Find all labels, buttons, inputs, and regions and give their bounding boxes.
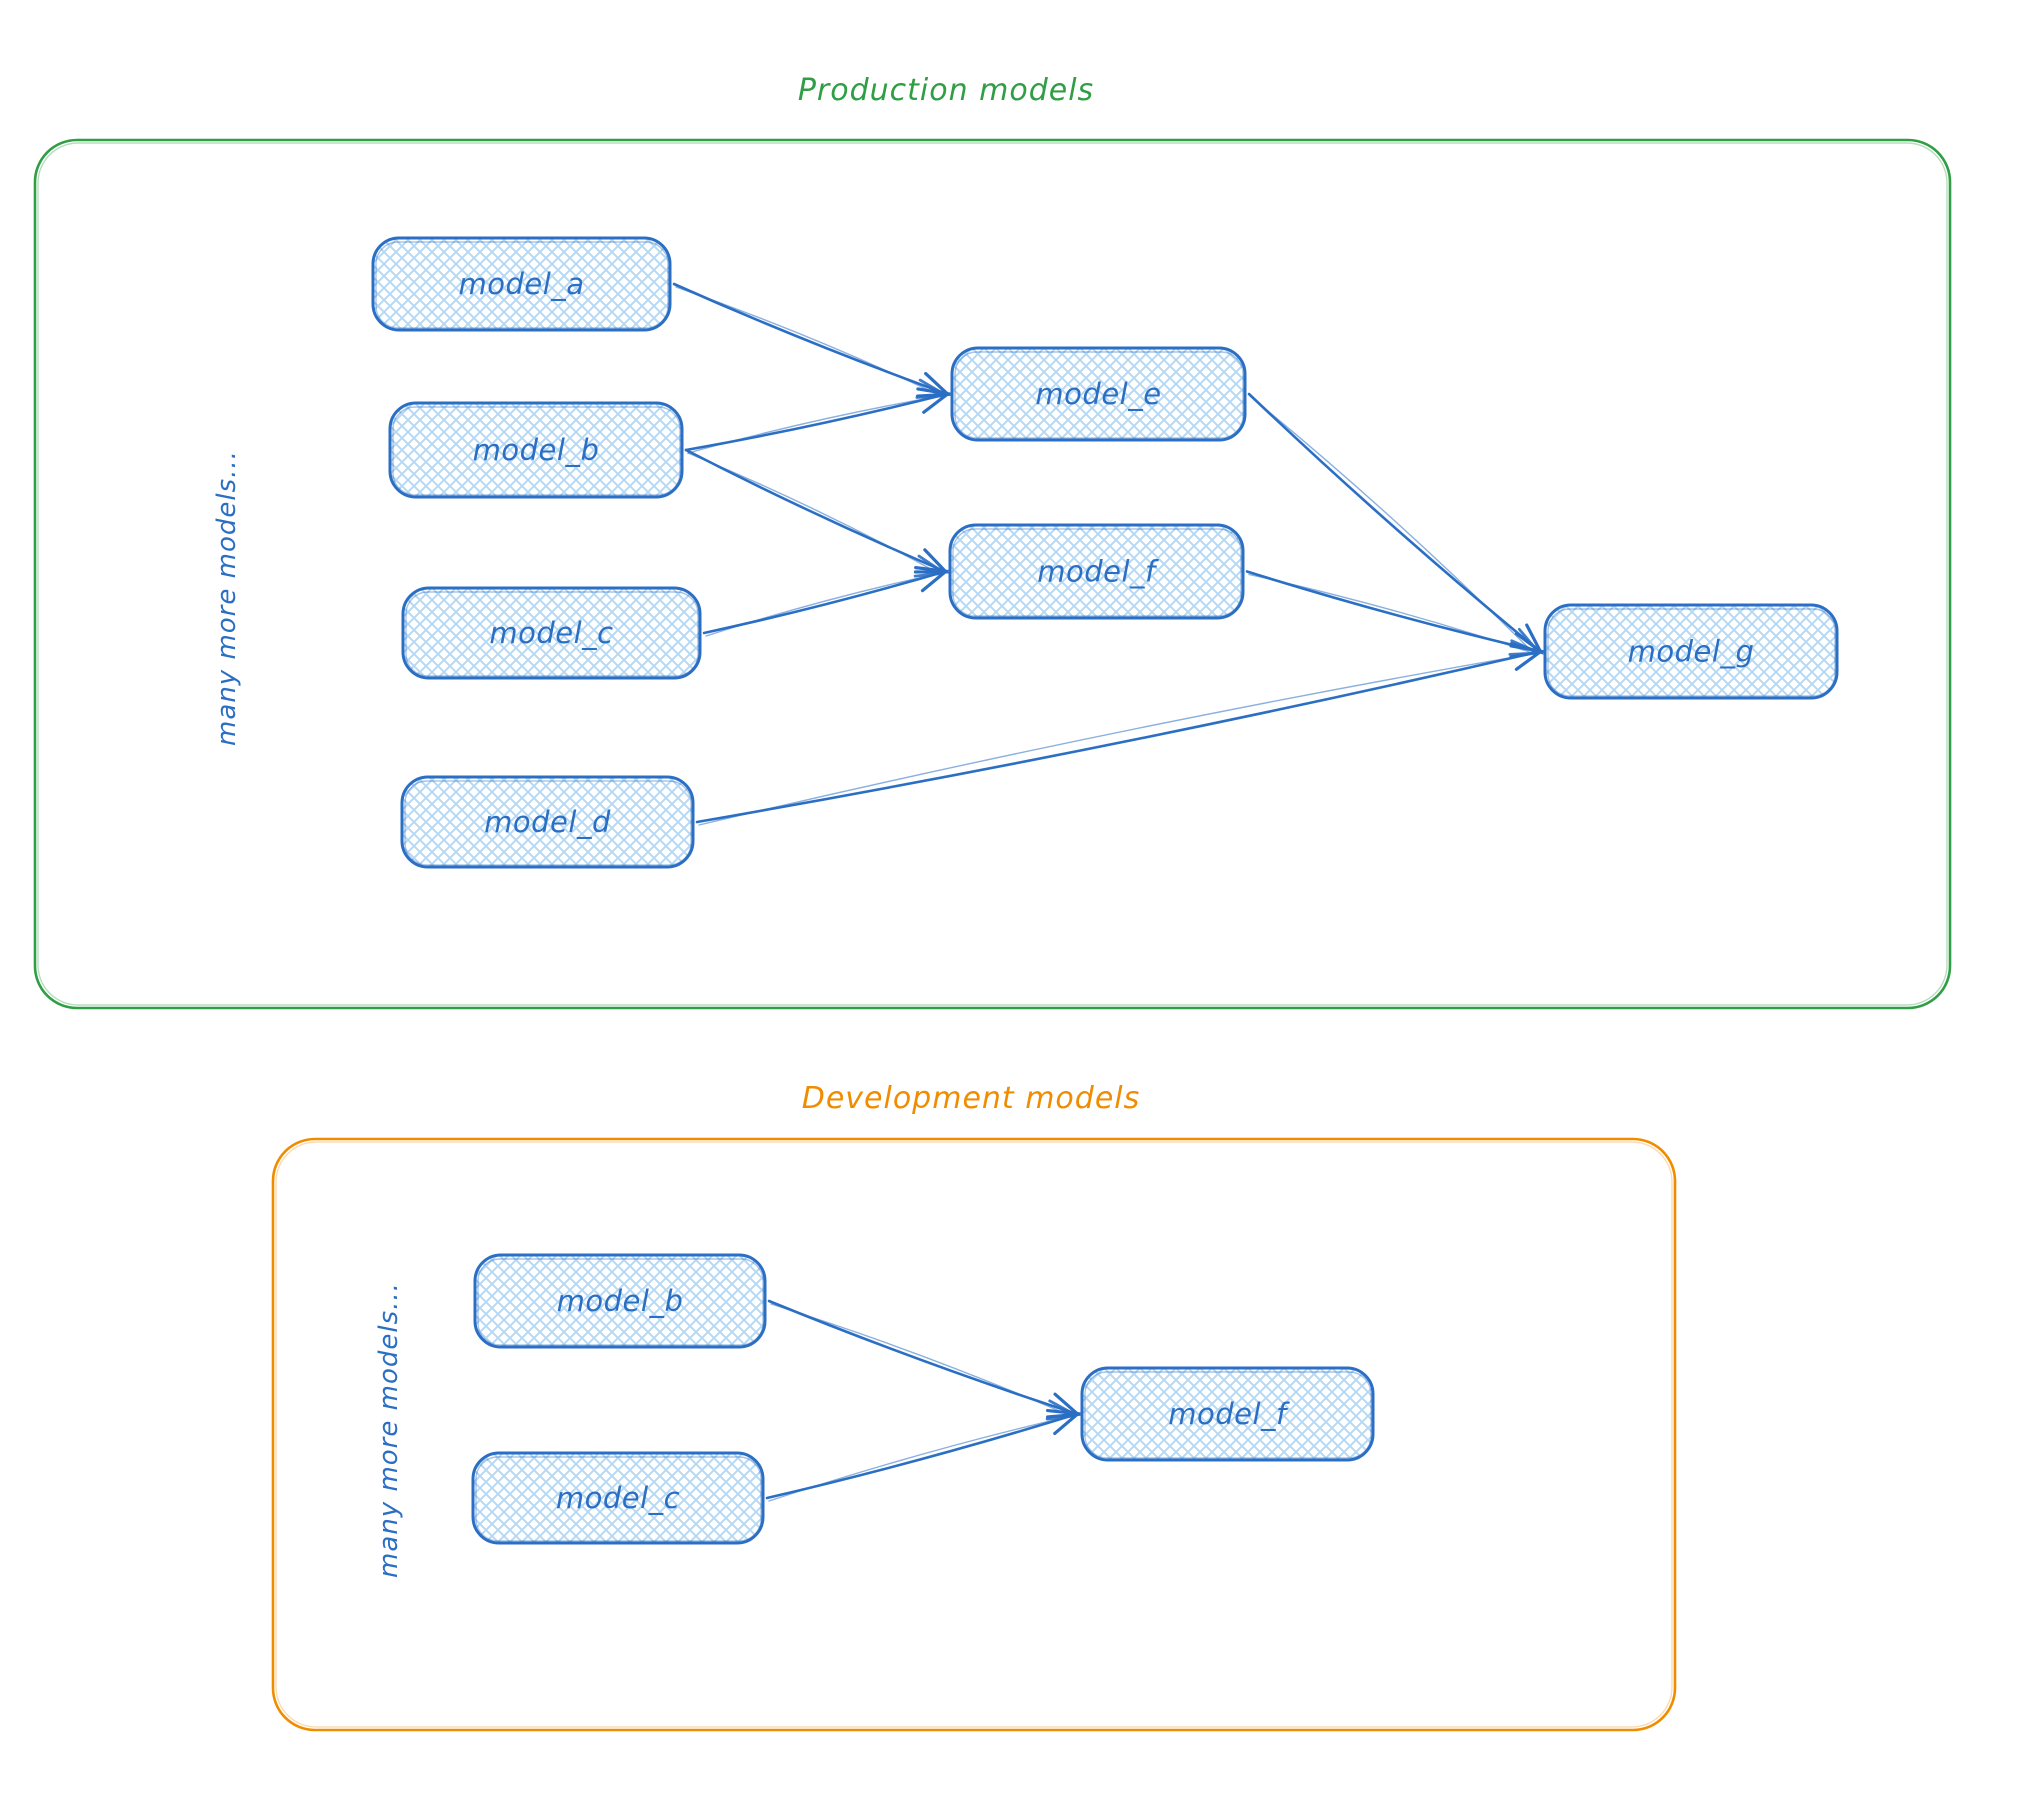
edge-prod-d-to-prod-g <box>695 652 1540 826</box>
node-label: model_e <box>1035 377 1161 411</box>
node-label: model_g <box>1628 635 1755 669</box>
node-label: model_f <box>1037 555 1159 589</box>
node-label: model_a <box>458 267 584 301</box>
node-prod-c: model_c <box>401 586 702 680</box>
edge-dev-c-to-dev-f <box>765 1414 1077 1502</box>
node-prod-b: model_b <box>388 401 684 499</box>
node-label: model_f <box>1168 1397 1290 1431</box>
node-prod-f: model_f <box>948 523 1245 620</box>
node-label: model_d <box>484 805 611 839</box>
development-container <box>271 1137 1677 1732</box>
node-dev-b: model_b <box>473 1253 767 1349</box>
node-prod-g: model_g <box>1543 603 1839 700</box>
node-prod-d: model_d <box>400 775 695 869</box>
node-dev-c: model_c <box>471 1451 765 1545</box>
node-prod-a: model_a <box>371 236 672 332</box>
production-container <box>33 138 1952 1010</box>
node-dev-f: model_f <box>1080 1366 1375 1462</box>
production-side-label: many more models... <box>212 450 242 746</box>
node-label: model_b <box>557 1284 684 1318</box>
edge-prod-a-to-prod-e <box>672 282 947 396</box>
edge-prod-c-to-prod-f <box>702 572 945 637</box>
edges-layer <box>672 282 1540 1502</box>
node-label: model_c <box>556 1481 680 1515</box>
node-label: model_b <box>473 433 600 467</box>
edge-prod-e-to-prod-g <box>1247 392 1540 654</box>
edge-prod-b-to-prod-f <box>684 448 945 575</box>
development-side-label: many more models... <box>374 1282 404 1578</box>
nodes-layer: model_a model_b model_c model_d model_emodel… <box>371 236 1839 1545</box>
edge-dev-b-to-dev-f <box>767 1299 1077 1416</box>
edge-prod-f-to-prod-g <box>1245 570 1540 654</box>
node-prod-e: model_e <box>950 346 1247 442</box>
edge-prod-b-to-prod-e <box>684 394 947 454</box>
node-label: model_c <box>489 616 613 650</box>
production-section-title: Production models <box>798 73 1094 108</box>
development-section-title: Development models <box>802 1081 1141 1116</box>
